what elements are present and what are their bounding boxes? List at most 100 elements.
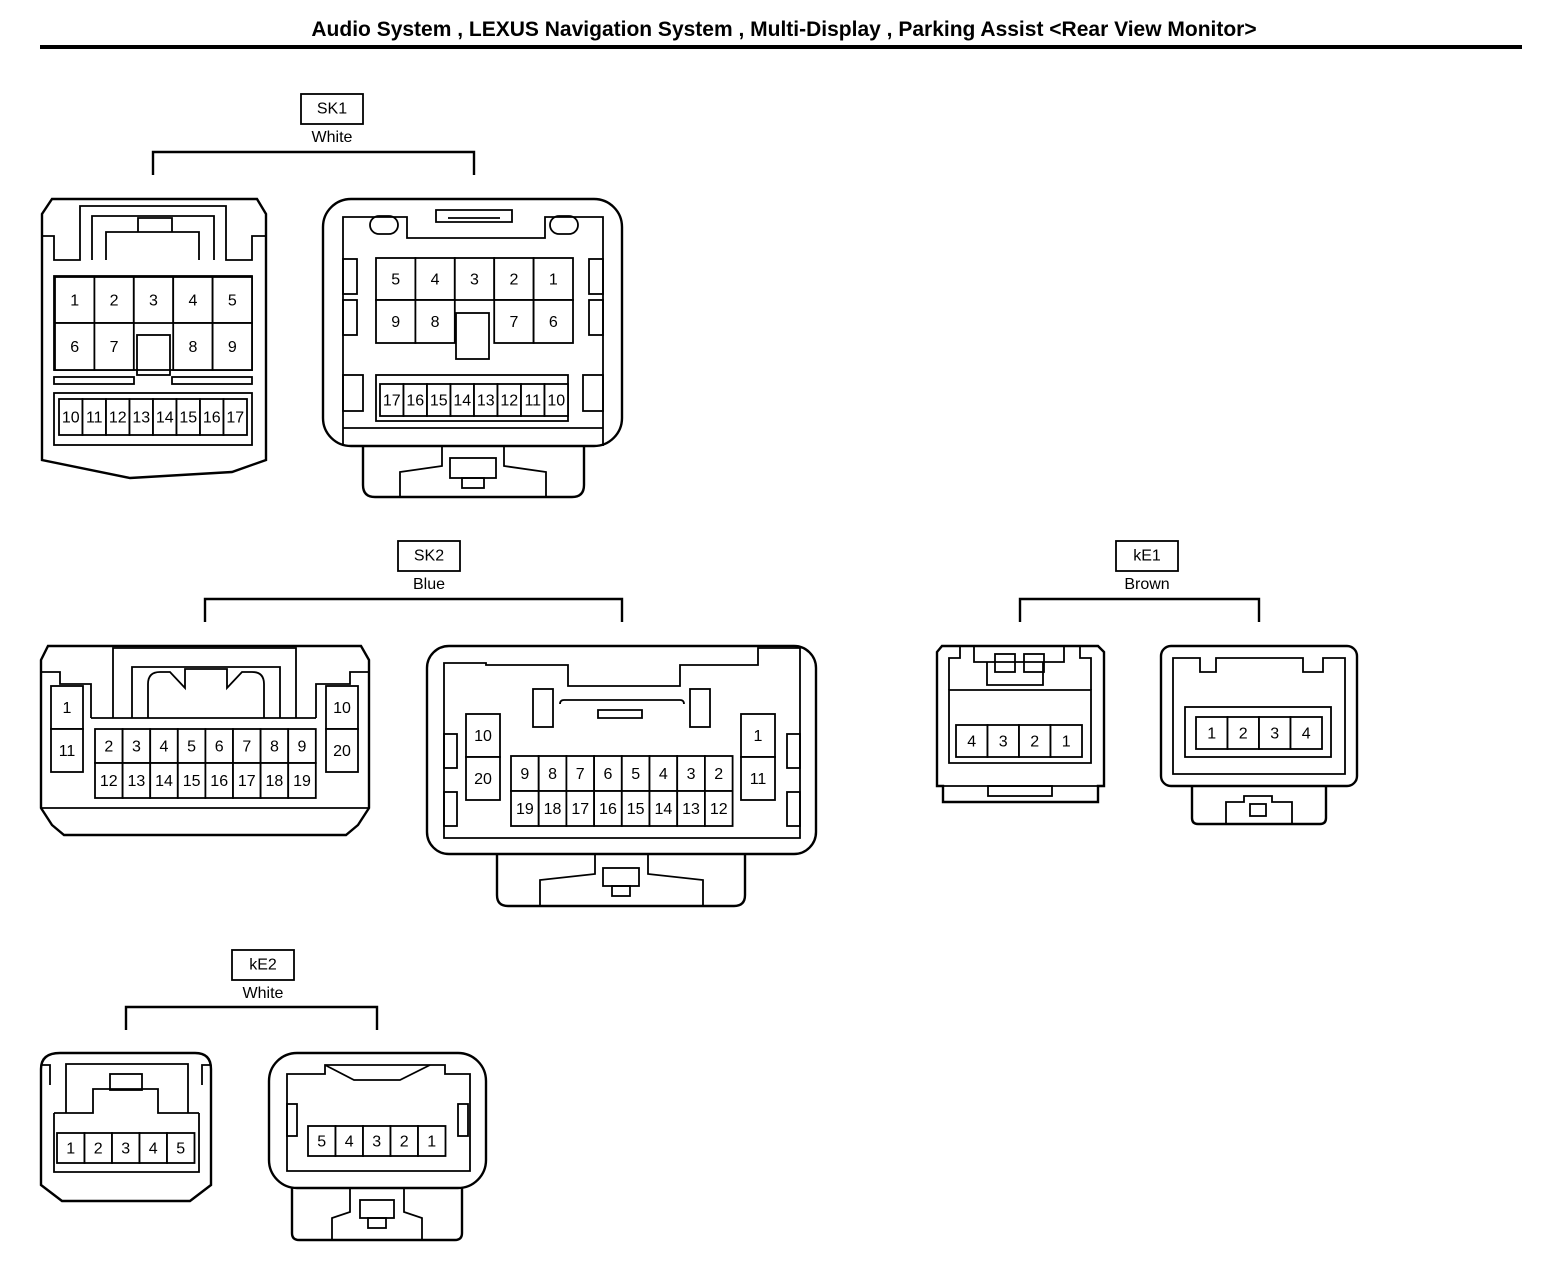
pin-cell: [166, 1132, 196, 1164]
pin-number: 8: [548, 766, 557, 783]
pin-number: 6: [70, 339, 79, 356]
pin-number: 7: [509, 314, 518, 331]
connector-key-slot: [455, 312, 490, 360]
pin-number: 1: [1207, 726, 1216, 743]
pin-number: 11: [86, 410, 103, 427]
pin-cell: [334, 1125, 364, 1157]
pin-cell: [259, 762, 290, 799]
connector-color: White: [243, 985, 284, 1002]
pin-number: 18: [544, 801, 562, 818]
pin-cell: [593, 790, 623, 827]
pin-number: 6: [549, 314, 558, 331]
pin-number: 14: [654, 801, 672, 818]
pin-cell: [740, 713, 776, 758]
pin-number: 4: [345, 1134, 354, 1151]
connector-id: SK2: [414, 548, 444, 565]
connector-color: White: [312, 129, 353, 146]
pin-number: 18: [266, 773, 284, 790]
pin-number: 13: [682, 801, 700, 818]
pin-cell: [532, 257, 574, 301]
pin-number: 2: [1030, 734, 1039, 751]
connector-id-box: [1115, 540, 1179, 572]
pin-number: 20: [333, 743, 351, 760]
connector-id-box: [231, 949, 295, 981]
pin-cell: [510, 790, 540, 827]
pin-number: 13: [132, 410, 150, 427]
pin-cell: [465, 756, 501, 801]
pin-cell: [704, 790, 734, 827]
pin-number: 4: [160, 739, 169, 756]
pin-cell: [172, 322, 214, 371]
pin-cell: [620, 755, 651, 792]
pin-cell: [510, 755, 540, 792]
pin-cell: [211, 322, 253, 371]
pin-cell: [417, 1125, 447, 1157]
pin-cell: [1289, 716, 1323, 750]
pin-number: 1: [427, 1134, 436, 1151]
pin-number: 1: [549, 272, 558, 289]
pin-cell: [375, 257, 417, 301]
pin-number: 9: [298, 739, 307, 756]
connector-bracket: [151, 150, 476, 175]
pin-number: 17: [383, 393, 401, 410]
pin-number: 12: [710, 801, 728, 818]
pin-cell: [222, 398, 248, 436]
pin-number: 1: [754, 728, 763, 745]
pin-cell: [453, 257, 496, 301]
pin-number: 2: [110, 293, 119, 310]
pin-number: 16: [406, 393, 424, 410]
connector-id: kE2: [249, 957, 277, 974]
pin-cell: [1195, 716, 1229, 750]
pin-cell: [50, 728, 84, 773]
pin-number: 9: [391, 314, 400, 331]
pin-number: 16: [203, 410, 221, 427]
pin-cell: [593, 755, 623, 792]
connector-color: Blue: [413, 576, 445, 593]
pin-number: 4: [149, 1141, 158, 1158]
connector-bracket: [124, 1005, 379, 1030]
pin-number: 9: [520, 766, 529, 783]
pin-number: 6: [215, 739, 224, 756]
pin-number: 10: [62, 410, 80, 427]
pin-cell: [83, 1132, 113, 1164]
pin-number: 6: [603, 766, 612, 783]
pin-cell: [1049, 724, 1083, 758]
pin-number: 3: [121, 1141, 130, 1158]
pin-number: 2: [104, 739, 113, 756]
pin-cell: [211, 276, 253, 324]
pin-number: 1: [1062, 734, 1071, 751]
pin-cell: [389, 1125, 419, 1157]
pin-number: 15: [430, 393, 448, 410]
pin-number: 8: [431, 314, 440, 331]
pin-number: 15: [627, 801, 645, 818]
connector-key-slot: [136, 334, 171, 376]
pin-cell: [565, 755, 596, 792]
pin-cell: [375, 299, 417, 344]
pin-number: 12: [109, 410, 127, 427]
pin-number: 3: [1270, 726, 1279, 743]
connector-id: kE1: [1133, 548, 1161, 565]
pin-number: 17: [226, 410, 244, 427]
pin-number: 5: [391, 272, 400, 289]
pin-number: 5: [187, 739, 196, 756]
pin-number: 12: [500, 393, 518, 410]
pin-number: 17: [571, 801, 589, 818]
connector-color: Brown: [1124, 576, 1169, 593]
pin-number: 2: [1239, 726, 1248, 743]
pin-number: 5: [317, 1134, 326, 1151]
pin-cell: [121, 728, 152, 764]
pin-number: 4: [188, 293, 197, 310]
pin-cell: [325, 728, 359, 773]
pin-cell: [176, 728, 207, 764]
pin-number: 2: [94, 1141, 103, 1158]
pin-cell: [740, 756, 776, 801]
pin-number: 8: [270, 739, 279, 756]
pin-number: 3: [149, 293, 158, 310]
